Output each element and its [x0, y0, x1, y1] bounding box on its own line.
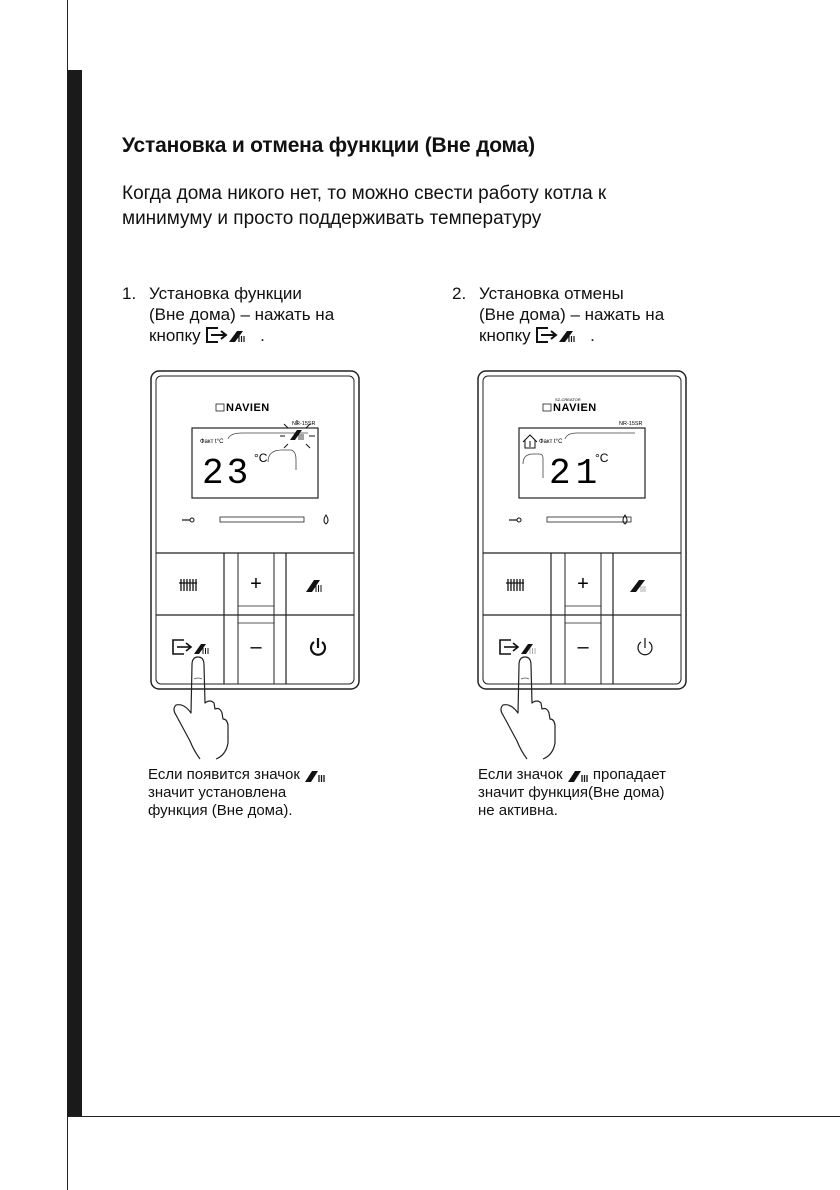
minus-label: – — [577, 636, 589, 658]
fact-label: Факт t°C — [200, 439, 224, 445]
note-line-2: значит функция(Вне дома) — [478, 784, 665, 801]
note-2: Если значок пропадает значит функция(Вне… — [478, 766, 666, 820]
note-line-1: Если значок пропадает — [478, 766, 666, 784]
note-line-3: не активна. — [478, 802, 558, 819]
heating-button[interactable] — [485, 556, 549, 612]
lcd-screen — [518, 427, 646, 499]
away-indicator-blinking-icon — [267, 420, 315, 470]
navien-logo: SZ-CREATOR NAVIEN — [542, 397, 597, 414]
brand-small-label: SZ-CREATOR — [555, 397, 581, 402]
section-title: Установка и отмена функции (Вне дома) — [122, 134, 535, 157]
pointing-hand-icon — [500, 656, 556, 760]
away-button[interactable] — [485, 618, 549, 682]
power-icon — [309, 638, 327, 656]
minus-button[interactable]: – — [239, 625, 273, 682]
intro-text: Когда дома никого нет, то можно свести р… — [122, 181, 606, 231]
thermostat-panel-1: NAVIEN NR-15SR Факт t°C 23 °C — [150, 370, 360, 690]
heating-button[interactable] — [158, 556, 222, 612]
step-line-3-end: . — [590, 326, 595, 345]
step-line-2: (Вне дома) – нажать на — [149, 305, 335, 324]
fact-label: Факт t°C — [539, 439, 563, 445]
status-bar — [182, 514, 329, 525]
bottom-rule — [67, 1116, 840, 1117]
thermostat-panel-2: SZ-CREATOR NAVIEN NR-15SR Факт t°C 21 °C — [477, 370, 687, 690]
step-line-3: кнопку . — [149, 325, 334, 346]
plus-label: + — [577, 573, 589, 595]
home-icon — [522, 434, 544, 478]
temperature-unit: °C — [595, 451, 609, 465]
temperature-readout: 23 — [202, 453, 251, 494]
step-line-2: (Вне дома) – нажать на — [479, 305, 665, 324]
shower-icon — [630, 580, 646, 592]
note-line-1-text: Если появится значок — [148, 766, 300, 783]
away-icon — [172, 639, 209, 655]
shower-icon — [306, 580, 322, 592]
page-side-bar — [67, 70, 82, 1117]
step-2: 2. Установка отмены (Вне дома) – нажать … — [452, 283, 752, 353]
navien-logo: NAVIEN — [215, 402, 270, 414]
plus-button[interactable]: + — [239, 556, 273, 604]
temperature-readout: 21 — [549, 453, 602, 494]
plus-button[interactable]: + — [566, 556, 600, 604]
step-line-1: Установка функции — [149, 284, 302, 303]
step-line-3: кнопку . — [479, 325, 664, 346]
step-line-3-end: . — [260, 326, 265, 345]
lcd-screen — [191, 427, 319, 499]
note-1: Если появится значок значит установлена … — [148, 766, 326, 820]
temperature-unit: °C — [254, 451, 268, 465]
plus-label: + — [250, 573, 262, 595]
away-mode-icon — [305, 771, 325, 782]
power-button[interactable] — [288, 618, 352, 682]
intro-line-1: Когда дома никого нет, то можно свести р… — [122, 183, 607, 204]
away-button-icon — [536, 327, 575, 343]
step-line-3-text: кнопку — [479, 326, 531, 345]
away-icon — [499, 639, 536, 655]
pointing-hand-icon — [173, 656, 229, 760]
step-number: 1. — [122, 284, 137, 303]
away-button[interactable] — [158, 618, 222, 682]
away-mode-icon — [567, 771, 588, 782]
note-line-3: функция (Вне дома). — [148, 802, 293, 819]
note-line-1-text-a: Если значок — [478, 766, 563, 783]
model-label: NR-15SR — [619, 421, 643, 427]
power-button[interactable] — [615, 618, 679, 682]
minus-label: – — [250, 636, 262, 658]
step-line-1: Установка отмены — [479, 284, 624, 303]
brand-label: NAVIEN — [226, 402, 270, 414]
note-line-1-text-b: пропадает — [592, 766, 666, 783]
minus-button[interactable]: – — [566, 625, 600, 682]
note-line-2: значит установлена — [148, 784, 287, 801]
power-icon — [637, 638, 653, 656]
away-button-icon — [206, 327, 245, 343]
hot-water-button[interactable] — [615, 556, 679, 612]
radiator-icon — [506, 579, 524, 591]
brand-label: NAVIEN — [553, 402, 597, 414]
step-1: 1. Установка функции (Вне дома) – нажать… — [122, 283, 422, 353]
step-line-3-text: кнопку — [149, 326, 201, 345]
model-label: NR-15SR — [292, 421, 316, 427]
hot-water-button[interactable] — [288, 556, 352, 612]
note-line-1: Если появится значок — [148, 766, 326, 784]
intro-line-2: минимуму и просто поддерживать температу… — [122, 208, 542, 229]
status-bar — [509, 514, 632, 525]
radiator-icon — [179, 579, 197, 591]
step-number: 2. — [452, 284, 467, 303]
